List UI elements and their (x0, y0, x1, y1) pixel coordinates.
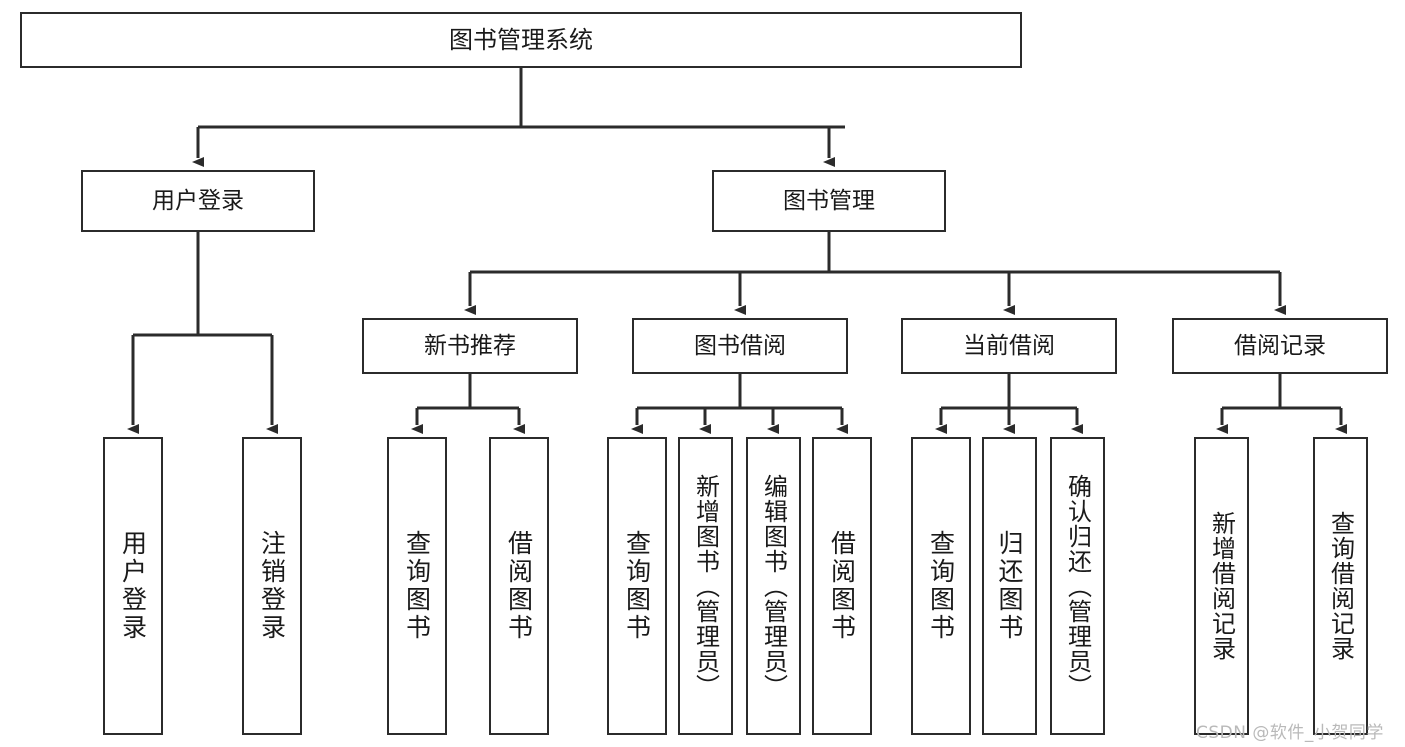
node-label: 归还图书 (995, 530, 1024, 642)
node-label: 确认归还（管理员） (1063, 473, 1092, 699)
node-leaf-borrow-book[interactable]: 借阅图书 (812, 437, 872, 735)
node-label: 查询借阅记录 (1326, 511, 1355, 661)
node-leaf-query-book-current[interactable]: 查询图书 (911, 437, 971, 735)
node-label: 新书推荐 (424, 332, 516, 359)
node-label: 借阅图书 (827, 530, 857, 642)
watermark: CSDN @软件_小贺同学 (1196, 723, 1384, 743)
node-leaf-logout[interactable]: 注销登录 (242, 437, 302, 735)
node-leaf-query-borrow-record[interactable]: 查询借阅记录 (1313, 437, 1368, 735)
node-label: 图书管理 (783, 187, 875, 214)
node-leaf-borrow-book-new[interactable]: 借阅图书 (489, 437, 549, 735)
node-label: 注销登录 (257, 530, 287, 642)
node-label: 编辑图书（管理员） (759, 473, 788, 699)
node-new-book-recommend[interactable]: 新书推荐 (362, 318, 578, 374)
node-leaf-query-book-borrow[interactable]: 查询图书 (607, 437, 667, 735)
node-leaf-query-book-new[interactable]: 查询图书 (387, 437, 447, 735)
node-label: 查询图书 (402, 530, 432, 642)
node-user-login[interactable]: 用户登录 (81, 170, 315, 232)
node-leaf-edit-book-admin[interactable]: 编辑图书（管理员） (746, 437, 801, 735)
node-leaf-add-book-admin[interactable]: 新增图书（管理员） (678, 437, 733, 735)
node-root-library-system[interactable]: 图书管理系统 (20, 12, 1022, 68)
node-label: 当前借阅 (963, 332, 1055, 359)
node-label: 查询图书 (926, 530, 956, 642)
node-label: 用户登录 (118, 530, 148, 642)
node-leaf-return-book[interactable]: 归还图书 (982, 437, 1037, 735)
node-leaf-user-login[interactable]: 用户登录 (103, 437, 163, 735)
node-label: 新增图书（管理员） (691, 473, 720, 699)
node-label: 查询图书 (622, 530, 652, 642)
node-label: 图书管理系统 (449, 26, 593, 54)
node-label: 借阅记录 (1234, 332, 1326, 359)
node-label: 图书借阅 (694, 332, 786, 359)
node-borrow-record[interactable]: 借阅记录 (1172, 318, 1388, 374)
node-book-borrow[interactable]: 图书借阅 (632, 318, 848, 374)
node-leaf-confirm-return-admin[interactable]: 确认归还（管理员） (1050, 437, 1105, 735)
node-book-management[interactable]: 图书管理 (712, 170, 946, 232)
node-leaf-add-borrow-record[interactable]: 新增借阅记录 (1194, 437, 1249, 735)
node-label: 新增借阅记录 (1207, 511, 1236, 661)
node-label: 借阅图书 (504, 530, 534, 642)
node-label: 用户登录 (152, 187, 244, 214)
node-current-borrow[interactable]: 当前借阅 (901, 318, 1117, 374)
